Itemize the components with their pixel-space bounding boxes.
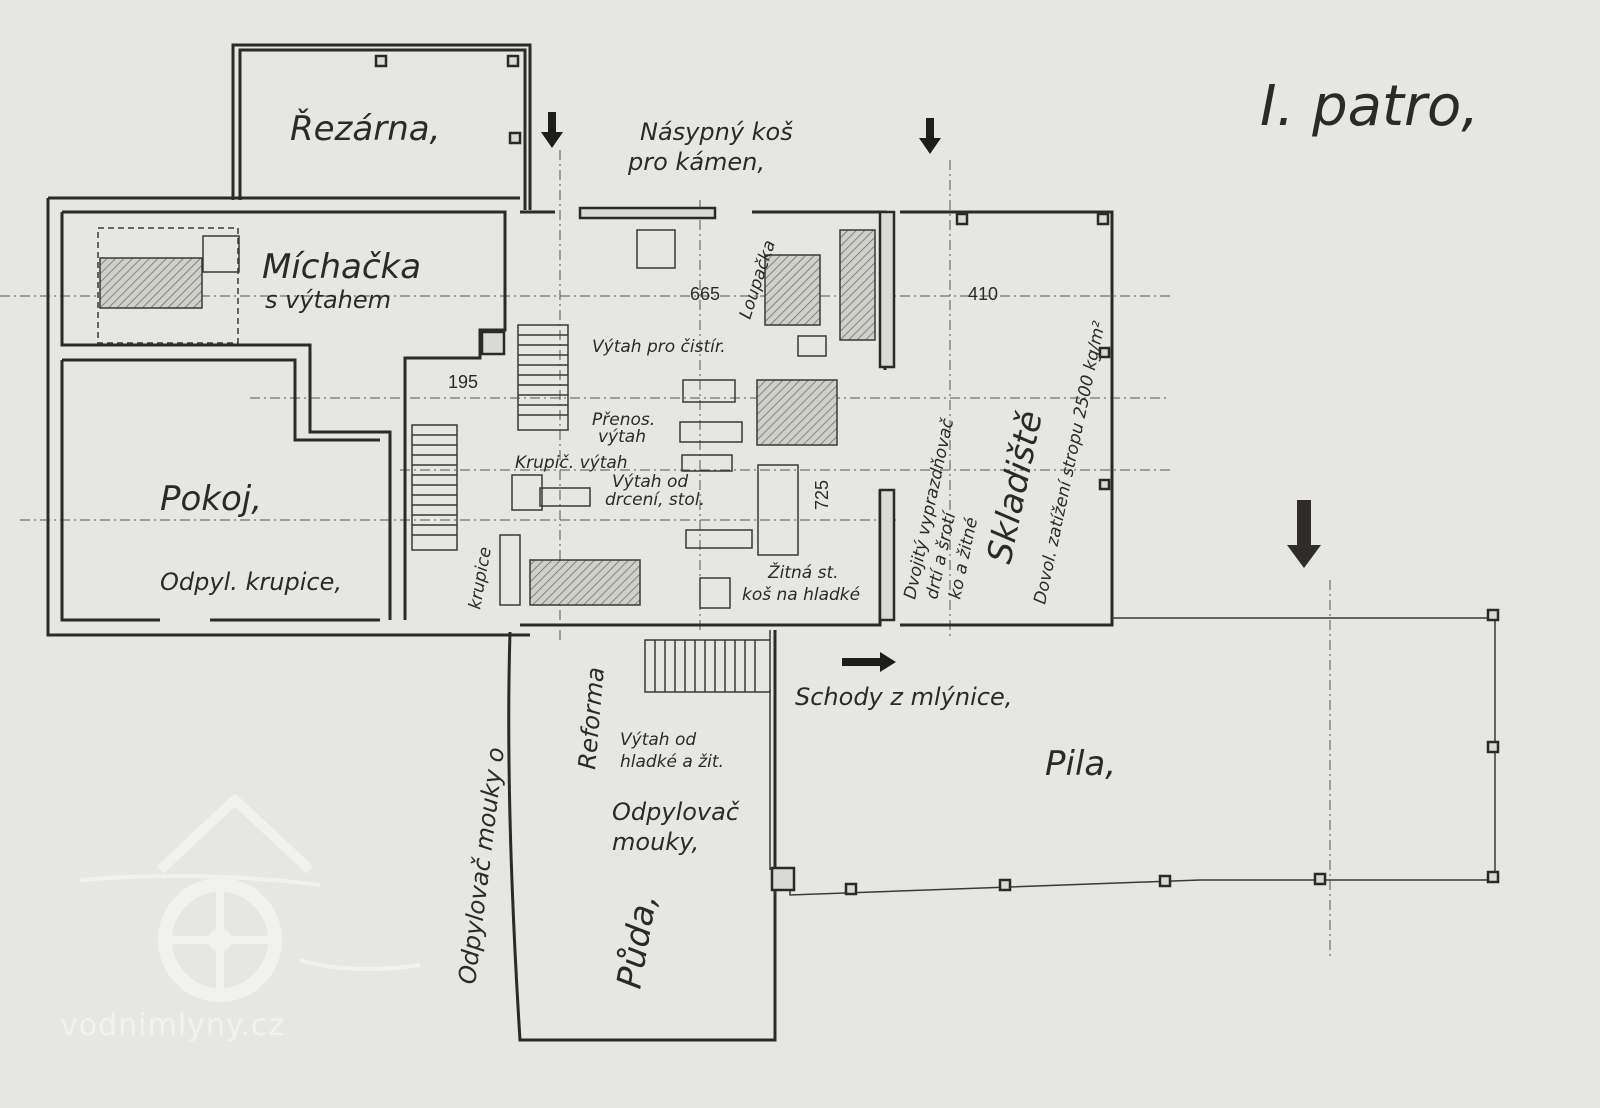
mill-labels: Násypný koš pro kámen, 665 Loupačka Výta… [515, 118, 1110, 606]
label-rezarna: Řezárna, [290, 108, 440, 149]
label-odpylovac-2: mouky, [612, 828, 699, 856]
label-vytah-drc-2: drcení, stol. [605, 490, 705, 510]
label-krupice: krupice [465, 545, 496, 610]
room-michacka: Míchačka s výtahem [46, 196, 530, 637]
room-mill-central [499, 206, 1114, 627]
label-vytah-drc-1: Výtah od [612, 472, 688, 492]
label-zitna-1: Žitná st. [767, 561, 839, 583]
label-krupic-vytah: Krupič. výtah [515, 453, 628, 473]
arrow-down-icon [541, 112, 563, 148]
water-wheel-icon [158, 878, 282, 1002]
label-vytah-hladke-2: hladké a žit. [620, 752, 724, 772]
room-rezarna: Řezárna, [231, 43, 532, 210]
label-pokoj: Pokoj, [160, 479, 262, 519]
watermark-logo [79, 793, 421, 1002]
dim-665: 665 [690, 284, 720, 304]
label-pila: Pila, [1045, 744, 1116, 784]
section-arrows [541, 112, 1321, 672]
label-zitna-2: koš na hladké [742, 585, 860, 605]
label-prenos-2: výtah [598, 427, 646, 447]
dim-410: 410 [968, 284, 998, 304]
room-pila: Pila, [770, 608, 1500, 896]
label-reforma: Reforma [573, 666, 610, 771]
label-odpyl-krupice: Odpyl. krupice, [160, 568, 342, 596]
page-title: I. patro, [1260, 74, 1479, 139]
dim-195: 195 [448, 372, 478, 392]
label-schody: Schody z mlýnice, [795, 683, 1012, 711]
label-skladiste-note: Dovol. zatížení stropu 2500 kg/m² [1030, 319, 1110, 606]
room-pokoj: Pokoj, Odpyl. krupice, [160, 479, 342, 596]
label-odpylovac-vertical: Odpylovač mouky o [453, 746, 510, 986]
label-puda: Půda, [609, 891, 665, 992]
label-michacka-2: s výtahem [265, 286, 391, 314]
label-skladiste: Skladiště [980, 407, 1051, 566]
label-odpylovac-1: Odpylovač [612, 798, 740, 826]
axis-lines [0, 150, 1331, 960]
label-michacka-1: Míchačka [262, 247, 421, 287]
label-vytah-cistir: Výtah pro čistír. [592, 337, 726, 357]
room-puda: Výtah od hladké a žit. Odpylovač mouky, … [507, 630, 777, 1042]
arrow-down-icon [1287, 500, 1321, 568]
watermark-text: vodnimlyny.cz [60, 1008, 285, 1043]
arrow-down-icon [919, 118, 941, 154]
dim-725: 725 [812, 480, 832, 510]
label-prenos-1: Přenos. [592, 410, 655, 430]
stairs-left [411, 324, 569, 551]
label-nasypny-2: pro kámen, [627, 148, 765, 176]
label-nasypny-1: Násypný koš [640, 118, 793, 146]
label-vytah-hladke-1: Výtah od [620, 730, 696, 750]
arrow-right-icon [842, 652, 896, 672]
